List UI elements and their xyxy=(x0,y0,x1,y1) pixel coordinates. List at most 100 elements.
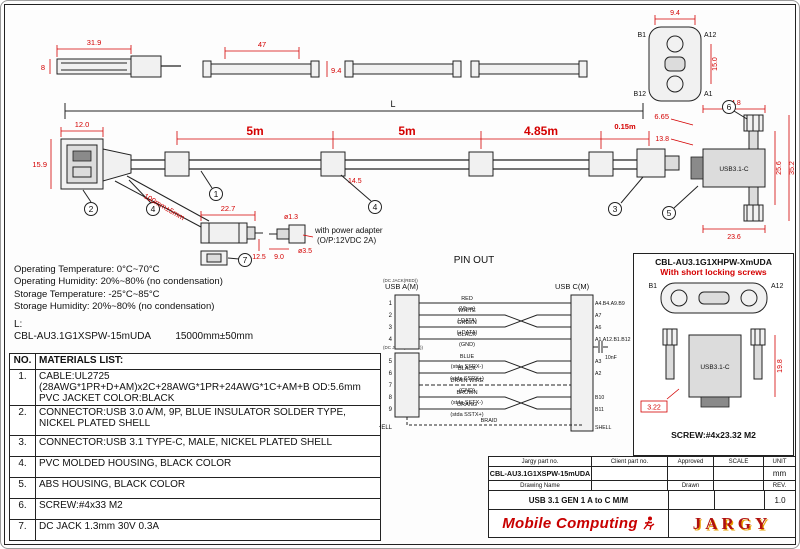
wire-signal: (stda SSTX+) xyxy=(450,412,483,418)
pin-label-b1: B1 xyxy=(637,32,646,39)
unit-value: mm xyxy=(772,469,787,478)
dc-jack-red-label: (DC JACK(RED)) xyxy=(383,278,418,283)
mobile-computing-logo-text: Mobile Computing xyxy=(502,515,638,532)
short-screw-variant-panel: CBL-AU3.1G1XHPW-XmUDA With short locking… xyxy=(633,253,794,456)
drawing-name-label: Drawing Name xyxy=(489,481,592,490)
wire-color: DRAIN WIRE xyxy=(451,378,484,384)
wire-color: BLACK xyxy=(458,366,476,372)
svg-text:4: 4 xyxy=(151,204,156,214)
dim-5m-2: 5m xyxy=(398,124,415,138)
dim-14-5: 14.5 xyxy=(348,178,362,185)
wire-color: ORANG xyxy=(457,402,477,408)
approved-value xyxy=(668,467,714,480)
wire-signal: (+DATA) xyxy=(457,330,478,336)
usb-c-pin: B11 xyxy=(595,407,604,413)
callout-5: 5 xyxy=(662,185,699,220)
client-part-label: Client part no. xyxy=(592,457,668,466)
svg-text:3: 3 xyxy=(613,204,618,214)
usb-c-pin: A4.B4.A9.B9 xyxy=(595,301,625,307)
pin-number: 6 xyxy=(389,371,393,377)
pin-label-a12: A12 xyxy=(704,32,717,39)
table-row: 3. CONNECTOR:USB 3.1 TYPE-C, MALE, NICKE… xyxy=(9,435,381,457)
table-row: 2. CONNECTOR:USB 3.0 A/M, 9P, BLUE INSUL… xyxy=(9,405,381,436)
capacitor-10nF: 10nF xyxy=(593,341,617,361)
dim-12-0: 12.0 xyxy=(75,120,90,129)
callout-1: 1 xyxy=(200,170,223,201)
shell-left-label: SHELL xyxy=(379,425,393,431)
dim-0-15m: 0.15m xyxy=(614,122,636,131)
usb-a-side-view: 31.9 8 xyxy=(41,38,181,78)
usb-c-pin: A7 xyxy=(595,313,601,319)
table-row: 5. ABS HOUSING, BLACK COLOR xyxy=(9,477,381,499)
dim-12-5: 12.5 xyxy=(252,254,266,261)
wire-color: WHITE xyxy=(458,308,476,314)
table-row: 1. CABLE:UL2725 (28AWG*1PR+D+AM)x2C+28AW… xyxy=(9,369,381,406)
pin-label-b12: B12 xyxy=(634,91,647,98)
pin-label-a12: A12 xyxy=(771,283,784,290)
svg-text:7: 7 xyxy=(243,255,248,265)
adapter-note-line1: with power adapter xyxy=(314,226,383,235)
usb-c-side-view: 24.8 USB3.1-C 13.8 25.6 35.2 23.6 xyxy=(655,100,796,241)
callout-7: 7 xyxy=(227,253,252,267)
wire-signal: (stda SSTX-) xyxy=(451,400,483,406)
pin-number: 2 xyxy=(389,313,393,319)
mobile-computing-logo: Mobile Computing xyxy=(489,510,669,537)
dim-9-0: 9.0 xyxy=(274,254,284,261)
dc-jack-branch: 22.7 100mm±5mm 12.5 ø1.3 ø3.5 9.0 with p… xyxy=(142,191,383,266)
svg-text:2: 2 xyxy=(89,204,94,214)
usb-c-pin-block xyxy=(570,294,594,432)
usb-a-pin-block-1 xyxy=(394,294,420,350)
rev-label: REV. xyxy=(772,482,787,489)
dim-c-9-4: 9.4 xyxy=(670,10,680,17)
svg-text:4: 4 xyxy=(373,202,378,212)
wire-color: RED xyxy=(461,296,473,302)
cable-run: 12.0 15.9 5m 5m 4.85m 0.15m xyxy=(32,120,680,228)
dim-31-9: 31.9 xyxy=(87,38,102,47)
dim-13-8: 13.8 xyxy=(655,136,669,143)
wire-signal: (stda SSRX-) xyxy=(451,364,484,370)
cable-assembly-drawing: 31.9 8 47 9.4 L 6.65 xyxy=(32,10,796,267)
table-row: 4. PVC MOLDED HOUSING, BLACK COLOR xyxy=(9,456,381,478)
dim-3-22: 3.22 xyxy=(647,405,661,412)
wire-signal: (stda SSRX+) xyxy=(450,376,484,382)
variant-note: With short locking screws xyxy=(660,267,767,277)
dia-3-5: ø3.5 xyxy=(298,248,312,255)
usb-c-body-label: USB3.1-C xyxy=(719,166,749,173)
pinout-wires xyxy=(406,302,582,426)
variant-screw-spec: SCREW:#4x23.32 M2 xyxy=(671,430,756,440)
mold-segment-views: 47 9.4 xyxy=(202,40,588,78)
unit-label: UNIT xyxy=(772,458,787,465)
client-part-value xyxy=(592,467,668,480)
usb-a-pin-block-2 xyxy=(394,352,420,418)
braid-label: BRAID xyxy=(481,418,498,424)
wire-signal: (Vbus) xyxy=(459,306,475,312)
pin-number: 7 xyxy=(389,383,393,389)
svg-text:5: 5 xyxy=(667,208,672,218)
overall-length-dim: L 6.65 xyxy=(64,99,669,121)
wire-color: GREEN xyxy=(457,320,477,326)
storage-temperature: Storage Temperature: -25°C~85°C xyxy=(14,288,160,300)
drawn-label: Drawn xyxy=(668,481,714,490)
environment-specs: Operating Temperature: 0°C~70°C Operatin… xyxy=(14,264,314,331)
jargy-part-label: Jargy part no. xyxy=(489,457,592,466)
usb-c-pin: A3 xyxy=(595,359,601,365)
drawing-name-value: USB 3.1 GEN 1 A to C M/M xyxy=(489,491,669,509)
pin-label-a1: A1 xyxy=(704,91,713,98)
dim-25-6: 25.6 xyxy=(776,161,783,175)
callout-4b: 4 xyxy=(340,174,382,214)
dim-35-2: 35.2 xyxy=(789,161,796,175)
dim-15-9: 15.9 xyxy=(32,160,47,169)
usb-c-pin: A6 xyxy=(595,325,601,331)
wire-color: BROWN xyxy=(456,390,477,396)
scale-value xyxy=(714,467,764,480)
callout-4a: 4 xyxy=(128,179,160,216)
rev-value: 1.0 xyxy=(774,495,786,505)
usb-c-pin: A2 xyxy=(595,371,601,377)
usb-c-pin: B10 xyxy=(595,395,604,401)
shell-right-label: SHELL xyxy=(595,425,612,431)
runner-icon xyxy=(643,516,655,530)
pin-number: 5 xyxy=(389,359,393,365)
wire-color: BLACK xyxy=(458,332,476,338)
usb-c-pin: A1.A12.B1.B12 xyxy=(595,337,631,343)
wire-signal: (GND) xyxy=(459,342,475,348)
